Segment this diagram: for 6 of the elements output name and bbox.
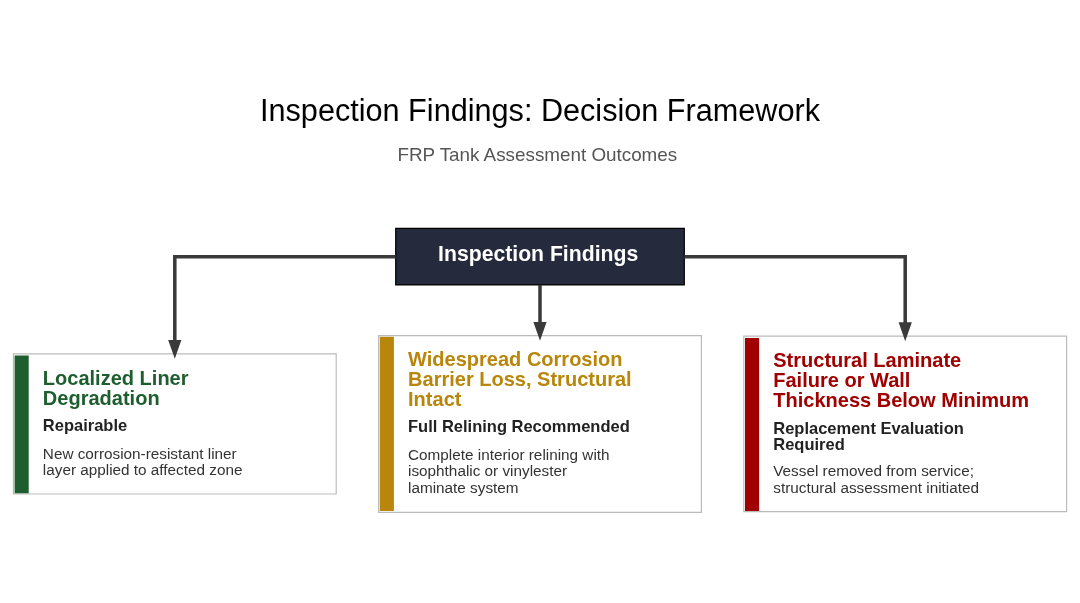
arrow xyxy=(684,254,912,341)
arrow xyxy=(168,254,396,359)
node-box: Inspection Findings xyxy=(395,227,685,285)
arrow xyxy=(533,284,547,341)
label: FRP Tank Assessment Outcomes xyxy=(397,143,678,165)
diagram-title: Inspection Findings: Decision Framework xyxy=(260,92,820,127)
